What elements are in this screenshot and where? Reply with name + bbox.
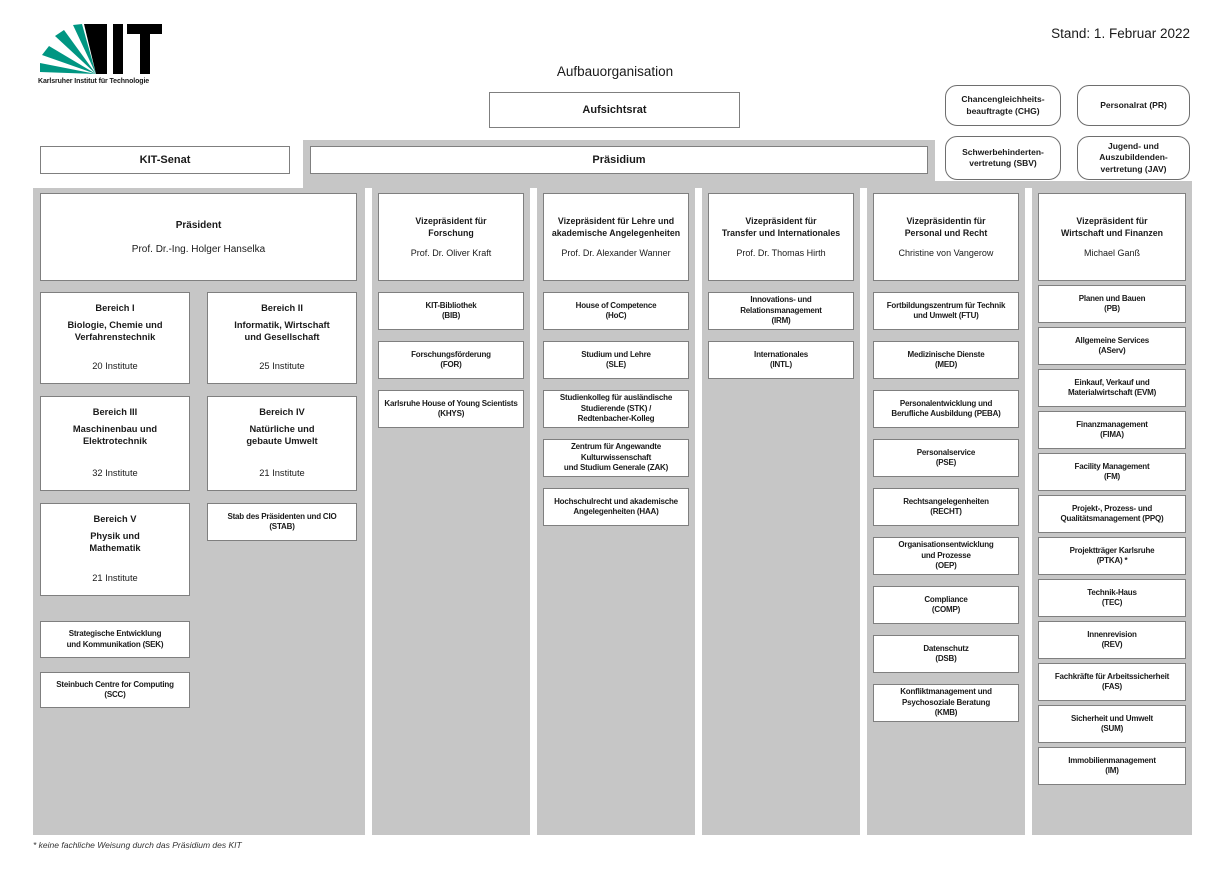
bereich-5-box: Bereich V Physik und Mathematik 21 Insti… (40, 503, 190, 596)
vp-title: Vizepräsident für Transfer und Internati… (721, 216, 841, 238)
president-title: Präsident (175, 219, 222, 231)
org-unit-box: Datenschutz (DSB) (873, 635, 1019, 673)
kit-logo-graphic (40, 24, 162, 74)
vp-name: Prof. Dr. Oliver Kraft (410, 247, 492, 258)
scc-box: Steinbuch Centre for Computing (SCC) (40, 672, 190, 708)
vp-title: Vizepräsidentin für Personal und Recht (904, 216, 988, 238)
org-unit-box: Studium und Lehre (SLE) (543, 341, 689, 379)
org-unit-box: Medizinische Dienste (MED) (873, 341, 1019, 379)
bereich-label: Bereich III (92, 407, 138, 417)
personalrat-box: Personalrat (PR) (1077, 85, 1190, 126)
org-unit-box: Karlsruhe House of Young Scientists (KHY… (378, 390, 524, 428)
bereich-3-box: Bereich III Maschinenbau und Elektrotech… (40, 396, 190, 491)
org-unit-box: Fortbildungszentrum für Technik und Umwe… (873, 292, 1019, 330)
org-unit-box: Facility Management (FM) (1038, 453, 1186, 491)
sek-box: Strategische Entwicklung und Kommunikati… (40, 621, 190, 658)
org-unit-box: Fachkräfte für Arbeitssicherheit (FAS) (1038, 663, 1186, 701)
bereich-name: Natürliche und gebaute Umwelt (246, 424, 318, 447)
president-name: Prof. Dr.-Ing. Holger Hanselka (131, 244, 266, 256)
org-unit-box: Studienkolleg für ausländische Studieren… (543, 390, 689, 428)
bereich-1-box: Bereich I Biologie, Chemie und Verfahren… (40, 292, 190, 384)
vp-column-lehre: Vizepräsident für Lehre und akademische … (537, 188, 695, 835)
jugend-auszubildenden-box: Jugend- und Auszubildenden- vertretung (… (1077, 136, 1190, 180)
aufsichtsrat-box: Aufsichtsrat (489, 92, 740, 128)
org-unit-box: Projektträger Karlsruhe (PTKA) * (1038, 537, 1186, 575)
org-unit-box: Immobilienmanagement (IM) (1038, 747, 1186, 785)
bereich-name: Maschinenbau und Elektrotechnik (72, 424, 158, 447)
org-unit-box: Allgemeine Services (AServ) (1038, 327, 1186, 365)
org-unit-box: Organisationsentwicklung und Prozesse (O… (873, 537, 1019, 575)
org-unit-box: Einkauf, Verkauf und Materialwirtschaft … (1038, 369, 1186, 407)
praesidium-box: Präsidium (310, 146, 928, 174)
org-unit-box: Planen und Bauen (PB) (1038, 285, 1186, 323)
bereich-label: Bereich IV (259, 407, 305, 417)
schwerbehinderten-box: Schwerbehinderten- vertretung (SBV) (945, 136, 1061, 180)
org-unit-box: Finanzmanagement (FIMA) (1038, 411, 1186, 449)
bereich-4-box: Bereich IV Natürliche und gebaute Umwelt… (207, 396, 357, 491)
bereich-label: Bereich I (95, 303, 135, 313)
kit-senat-box: KIT-Senat (40, 146, 290, 174)
org-unit-box: Hochschulrecht und akademische Angelegen… (543, 488, 689, 526)
logo-caption: Karlsruher Institut für Technologie (38, 78, 150, 85)
org-unit-box: Zentrum für Angewandte Kulturwissenschaf… (543, 439, 689, 477)
org-unit-box: Technik-Haus (TEC) (1038, 579, 1186, 617)
bereich-2-box: Bereich II Informatik, Wirtschaft und Ge… (207, 292, 357, 384)
bereich-institutes: 21 Institute (92, 572, 138, 583)
bereich-institutes: 20 Institute (92, 360, 138, 371)
vp-name: Prof. Dr. Thomas Hirth (736, 247, 826, 258)
vp-column-transfer: Vizepräsident für Transfer und Internati… (702, 188, 860, 835)
praesidium-connector-strip (930, 181, 1192, 188)
bereich-name: Physik und Mathematik (89, 531, 141, 554)
vp-name: Christine von Vangerow (898, 247, 994, 258)
org-unit-box: Personalservice (PSE) (873, 439, 1019, 477)
president-header-box: Präsident Prof. Dr.-Ing. Holger Hanselka (40, 193, 357, 281)
org-unit-box: Internationales (INTL) (708, 341, 854, 379)
org-unit-box: Compliance (COMP) (873, 586, 1019, 624)
stab-box: Stab des Präsidenten und CIO (STAB) (207, 503, 357, 541)
bereich-label: Bereich V (93, 514, 137, 524)
bereich-institutes: 25 Institute (259, 360, 305, 371)
page-title: Aufbauorganisation (556, 64, 674, 79)
org-unit-box: Innenrevision (REV) (1038, 621, 1186, 659)
org-unit-box: Innovations- und Relationsmanagement (IR… (708, 292, 854, 330)
bereich-name: Informatik, Wirtschaft und Gesellschaft (234, 320, 330, 343)
kit-logo (40, 24, 162, 81)
stand-date: Stand: 1. Februar 2022 (1051, 26, 1190, 41)
vp-title: Vizepräsident für Wirtschaft und Finanze… (1060, 216, 1164, 238)
bereich-institutes: 21 Institute (259, 467, 305, 478)
chancengleichheit-box: Chancengleichheits- beauftragte (CHG) (945, 85, 1061, 126)
org-unit-box: Sicherheit und Umwelt (SUM) (1038, 705, 1186, 743)
org-unit-box: KIT-Bibliothek (BIB) (378, 292, 524, 330)
vp-title: Vizepräsident für Lehre und akademische … (551, 216, 681, 238)
footnote: * keine fachliche Weisung durch das Präs… (33, 840, 242, 850)
bereich-name: Biologie, Chemie und Verfahrenstechnik (67, 320, 163, 343)
org-unit-box: Projekt-, Prozess- und Qualitätsmanageme… (1038, 495, 1186, 533)
vp-column-wirtschaft-finanzen: Vizepräsident für Wirtschaft und Finanze… (1032, 188, 1192, 835)
vp-name: Prof. Dr. Alexander Wanner (561, 247, 671, 258)
org-unit-box: Personalentwicklung und Berufliche Ausbi… (873, 390, 1019, 428)
president-column: Präsident Prof. Dr.-Ing. Holger Hanselka… (33, 188, 365, 835)
org-unit-box: Rechtsangelegenheiten (RECHT) (873, 488, 1019, 526)
org-unit-box: House of Competence (HoC) (543, 292, 689, 330)
vp-header-box: Vizepräsident für Lehre und akademische … (543, 193, 689, 281)
org-unit-box: Konfliktmanagement und Psychosoziale Ber… (873, 684, 1019, 722)
vp-header-box: Vizepräsident für Transfer und Internati… (708, 193, 854, 281)
bereich-institutes: 32 Institute (92, 467, 138, 478)
vp-title: Vizepräsident für Forschung (415, 216, 487, 238)
vp-name: Michael Ganß (1083, 247, 1141, 258)
bereich-label: Bereich II (261, 303, 303, 313)
vp-header-box: Vizepräsident für Wirtschaft und Finanze… (1038, 193, 1186, 281)
org-unit-box: Forschungsförderung (FOR) (378, 341, 524, 379)
